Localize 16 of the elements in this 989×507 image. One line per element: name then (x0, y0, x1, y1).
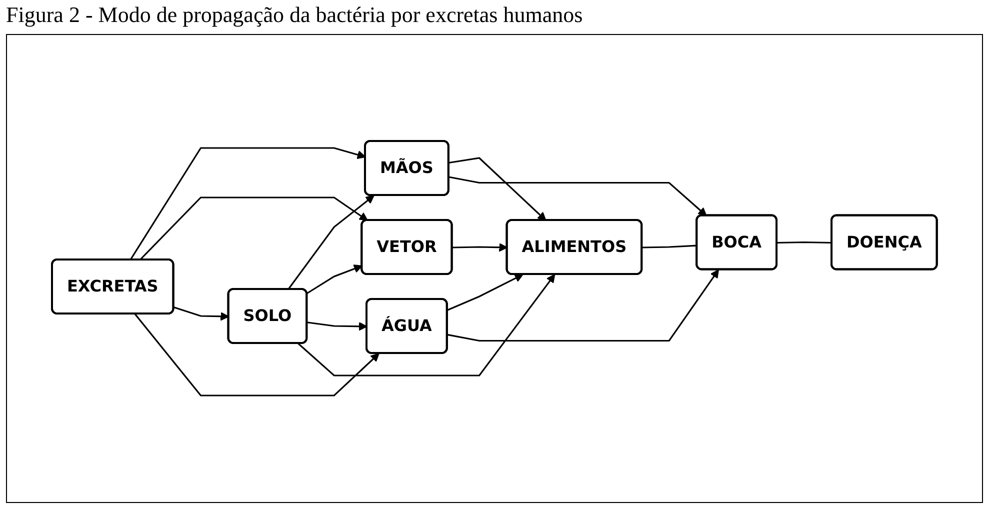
arrow (139, 196, 368, 261)
arrow (448, 176, 707, 216)
arrow (448, 157, 546, 222)
arrow (174, 306, 230, 321)
arrow (288, 195, 374, 290)
arrow (134, 314, 380, 397)
arrow (447, 274, 524, 312)
arrow (298, 274, 556, 377)
arrow (452, 243, 508, 252)
connector (642, 245, 698, 249)
arrow (447, 270, 720, 342)
figure-title: Figura 2 - Modo de propagação da bactéria por excretas humanos (6, 2, 584, 28)
arrow (306, 264, 363, 294)
arrow (307, 322, 368, 332)
arrow (130, 147, 366, 261)
connector (777, 242, 832, 244)
